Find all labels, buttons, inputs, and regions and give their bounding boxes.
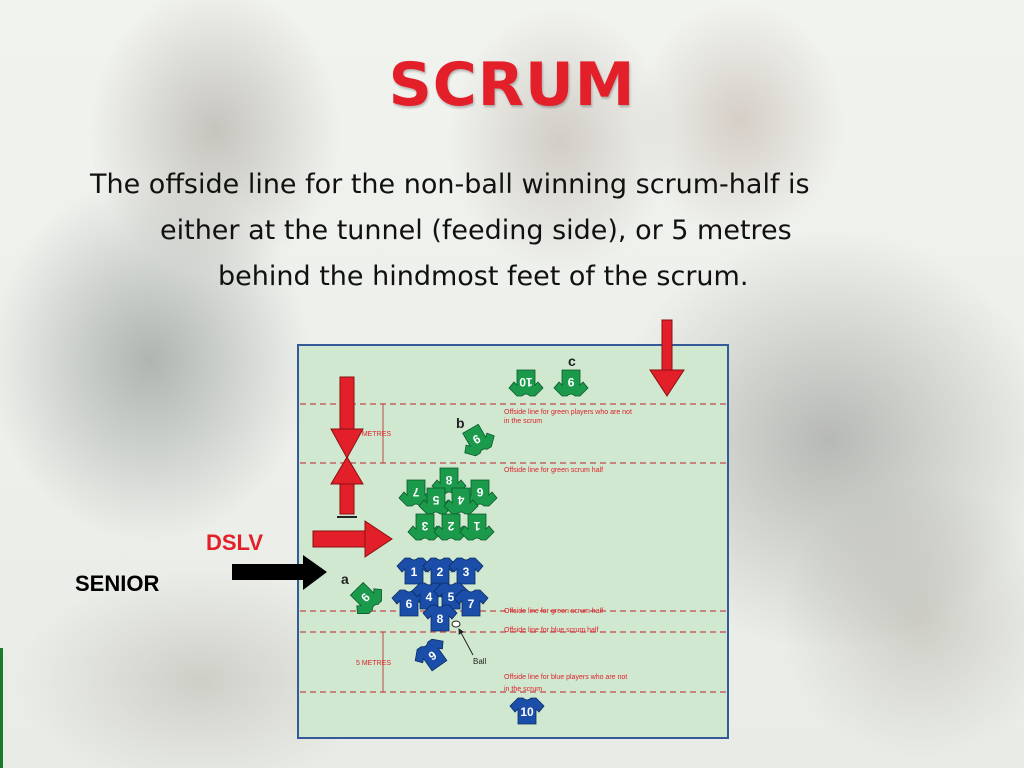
- body-line-1: The offside line for the non-ball winnin…: [90, 169, 810, 200]
- svg-text:9: 9: [567, 375, 574, 389]
- red-arrow-down-left: [330, 376, 364, 460]
- svg-text:2: 2: [437, 565, 444, 579]
- green-player: 1: [459, 513, 495, 541]
- green-player: 9: [462, 423, 495, 457]
- left-edge-bar: [0, 648, 3, 768]
- svg-text:8: 8: [437, 612, 444, 626]
- svg-text:4: 4: [426, 590, 433, 604]
- blue-player: 1: [396, 557, 432, 585]
- svg-text:6: 6: [476, 485, 483, 499]
- svg-text:6: 6: [406, 597, 413, 611]
- svg-text:1: 1: [411, 565, 418, 579]
- blue-player: 3: [448, 557, 484, 585]
- svg-text:5: 5: [448, 590, 455, 604]
- green-player: 10: [508, 369, 544, 397]
- blue-scrum-half-label: Offside line for blue scrum half: [504, 627, 598, 634]
- svg-text:3: 3: [421, 519, 428, 533]
- svg-text:10: 10: [520, 705, 534, 719]
- red-arrow-dslv: [312, 520, 393, 558]
- metres-markers: [380, 403, 386, 693]
- green-player: 2: [433, 513, 469, 541]
- body-paragraph: The offside line for the non-ball winnin…: [86, 162, 966, 300]
- svg-text:7: 7: [412, 485, 419, 499]
- red-arrow-up-left: [330, 456, 364, 518]
- svg-text:8: 8: [445, 473, 452, 487]
- body-line-3: behind the hindmost feet of the scrum.: [218, 261, 749, 292]
- svg-text:1: 1: [473, 519, 480, 533]
- green-offside-label-2: in the scrum: [504, 418, 542, 425]
- green-player: 3: [407, 513, 443, 541]
- blue-player: 7: [453, 589, 489, 617]
- green-scrum-half-label-top: Offside line for green scrum half: [504, 467, 603, 474]
- metres-bottom-label: 5 METRES: [356, 660, 391, 667]
- green-player: 9: [349, 581, 382, 614]
- black-arrow-senior: [232, 555, 327, 590]
- green-offside-label-1: Offside line for green players who are n…: [504, 409, 632, 416]
- metres-top-label: 5 METRES: [356, 431, 391, 438]
- blue-offside-label-1: Offside line for blue players who are no…: [504, 674, 627, 681]
- svg-text:10: 10: [519, 375, 533, 389]
- letter-c: c: [568, 353, 576, 369]
- letter-b: b: [456, 415, 465, 431]
- senior-label: SENIOR: [75, 571, 160, 596]
- svg-text:4: 4: [457, 493, 464, 507]
- letter-a: a: [341, 571, 349, 587]
- blue-player: 2: [422, 557, 458, 585]
- blue-player: 9: [414, 638, 448, 672]
- blue-player: 8: [422, 604, 458, 632]
- body-line-2: either at the tunnel (feeding side), or …: [160, 215, 792, 246]
- svg-text:7: 7: [468, 597, 475, 611]
- svg-text:2: 2: [447, 519, 454, 533]
- svg-text:5: 5: [432, 493, 439, 507]
- red-arrow-down-right: [649, 319, 685, 397]
- ball-label: Ball: [473, 657, 487, 666]
- blue-offside-label-2: in the scrum: [504, 686, 542, 693]
- slide-title: SCRUM: [388, 50, 636, 120]
- ball-pointer: [458, 628, 474, 656]
- green-player: 9: [553, 369, 589, 397]
- dslv-label: DSLV: [206, 530, 264, 555]
- ball-icon: [451, 620, 461, 628]
- blue-player: 10: [509, 697, 545, 725]
- green-player: 7: [398, 479, 434, 507]
- green-scrum-half-label: Offside line for green scrum half: [504, 608, 603, 615]
- svg-text:3: 3: [463, 565, 470, 579]
